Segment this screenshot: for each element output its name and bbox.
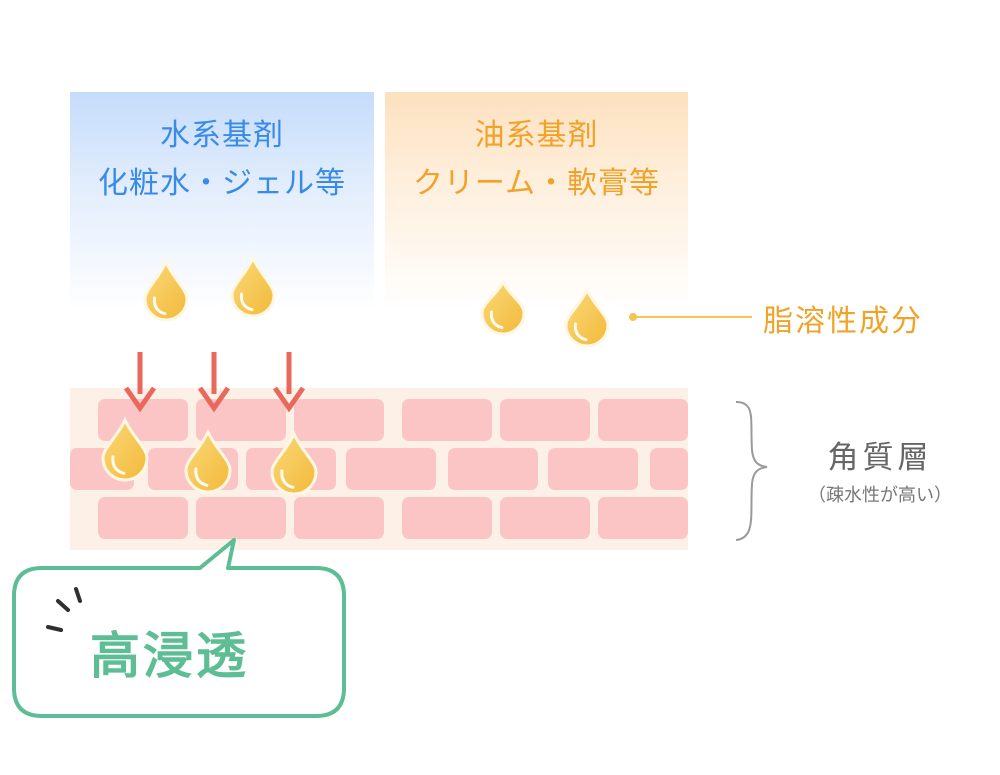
oil-droplet-icon [101,416,149,482]
oil-droplet-icon [270,430,318,496]
skin-cell-brick [98,497,188,539]
skin-cell-brick [500,497,590,539]
skin-cell-brick [402,497,492,539]
oil-based-title: 油系基剤 クリーム・軟膏等 [385,92,688,208]
brace-icon [735,401,768,541]
down-arrow-icon [123,352,157,413]
skin-cell-brick [196,497,286,539]
skin-cell-brick [500,399,590,441]
oil-droplets [101,254,610,496]
skin-cell-bricks [70,399,688,539]
skin-cell-brick [294,399,384,441]
skin-cell-brick [294,497,384,539]
oil-based-title-line2: クリーム・軟膏等 [412,166,661,201]
stratum-corneum-title: 角質層 [827,440,933,476]
callout-bubble [12,538,346,718]
water-based-panel: 水系基剤 化粧水・ジェル等 [70,92,374,312]
down-arrow-icon [272,352,306,413]
skin-cell-brick [448,448,538,490]
skin-cell-brick [196,399,286,441]
skin-cell-brick [650,448,688,490]
skin-cell-brick [402,399,492,441]
oil-droplet-icon [230,254,276,318]
callout-text: 高浸透 [90,627,249,685]
oil-droplet-icon [480,278,526,336]
skin-cell-brick [598,399,688,441]
stratum-corneum-label: 角質層 （疎水性が高い） [790,432,970,507]
down-arrow-icon [197,352,231,413]
water-based-title: 水系基剤 化粧水・ジェル等 [70,92,374,208]
oil-droplet-icon [564,286,610,348]
water-based-title-line2: 化粧水・ジェル等 [98,166,346,201]
oil-droplet-icon [143,258,189,322]
skin-cell-brick [346,448,436,490]
water-based-title-line1: 水系基剤 [160,118,284,153]
oil-droplet-icon [184,428,232,494]
fat-soluble-ingredient-label: 脂溶性成分 [763,304,923,339]
skin-cell-brick [598,497,688,539]
oil-based-title-line1: 油系基剤 [474,118,599,153]
stratum-corneum-note: （疎水性が高い） [808,485,952,506]
oil-based-panel: 油系基剤 クリーム・軟膏等 [385,92,688,312]
skin-cell-brick [548,448,638,490]
emphasis-lines-icon [46,587,82,632]
penetration-arrows [123,352,306,413]
